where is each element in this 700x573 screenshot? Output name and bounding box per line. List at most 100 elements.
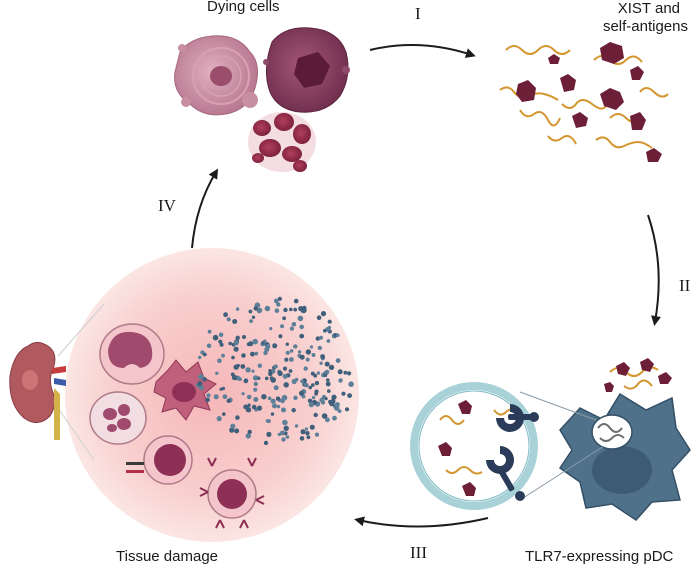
cytokine-dot xyxy=(198,355,202,360)
cytokine-dot xyxy=(257,363,262,368)
cytokine-dot xyxy=(314,380,320,386)
step-one-label: I xyxy=(415,4,421,23)
cytokine-dot xyxy=(304,427,308,431)
cytokine-dot xyxy=(247,429,252,435)
cytokine-dot xyxy=(280,430,285,436)
cytokine-dot xyxy=(325,417,330,423)
cytokine-dot xyxy=(285,350,290,355)
cytokine-dot xyxy=(320,354,325,359)
neutrophil-cell xyxy=(89,391,147,445)
cytokine-dot xyxy=(303,366,308,371)
cytokine-dot xyxy=(249,319,254,323)
cytokine-dot xyxy=(226,398,231,403)
cytokine-dot xyxy=(238,377,242,381)
cytokine-dot xyxy=(274,308,280,314)
label-dying-cells: Dying cells xyxy=(207,0,280,15)
cytokine-dot xyxy=(205,397,210,403)
cytokine-dot xyxy=(334,402,340,408)
cytokine-dot xyxy=(222,394,228,400)
cytokine-dot xyxy=(288,369,293,373)
cytokine-dot xyxy=(276,302,281,307)
cytokine-dot xyxy=(256,307,262,314)
cytokine-dot xyxy=(293,307,298,312)
cytokine-dot xyxy=(270,368,276,374)
endosome-zoom-circle xyxy=(410,382,539,510)
cytokine-dot xyxy=(281,437,286,442)
pdc-cell xyxy=(558,392,691,521)
cytokine-dot xyxy=(268,369,272,373)
cytokine-dot xyxy=(281,407,286,413)
cytokine-dot xyxy=(293,344,298,349)
cytokine-dot xyxy=(324,361,330,367)
cytokine-dot xyxy=(341,391,346,396)
cytokine-dot xyxy=(245,367,251,373)
cytokine-dot xyxy=(247,403,251,407)
cytokine-dot xyxy=(285,342,289,346)
cytokine-dot xyxy=(326,339,331,343)
cytokine-dot xyxy=(207,329,212,334)
cytokine-dot xyxy=(323,373,328,378)
cytokine-dot xyxy=(267,396,272,401)
cytokine-dot xyxy=(308,402,314,408)
cytokine-dots xyxy=(195,296,354,446)
cytokine-dot xyxy=(270,412,275,416)
label-xist-line2: self-antigens xyxy=(602,18,688,35)
cytokine-dot xyxy=(313,412,318,418)
step-four-label: IV xyxy=(158,196,176,215)
cytokine-dot xyxy=(242,335,246,339)
cytokine-dot xyxy=(293,395,298,400)
arrow-step-two xyxy=(647,214,661,326)
cytokine-dot xyxy=(202,352,207,357)
cytokine-dot xyxy=(212,334,219,341)
cytokine-dot xyxy=(206,343,212,349)
cytokine-dot xyxy=(337,369,343,375)
tissue-damage-circle xyxy=(65,248,359,542)
cytokine-dot xyxy=(326,378,330,382)
cytokine-dot xyxy=(347,393,352,398)
cytokine-dot xyxy=(257,376,261,380)
cytokine-dot xyxy=(323,328,327,333)
cytokine-dot xyxy=(282,373,288,379)
cytokine-dot xyxy=(273,364,278,369)
arrow-step-one xyxy=(369,44,476,58)
cytokine-dot xyxy=(300,307,307,314)
cytokine-dot xyxy=(248,341,254,347)
cytokine-dot xyxy=(281,394,288,401)
cytokine-dot xyxy=(250,351,255,357)
cytokine-dot xyxy=(324,397,328,401)
cytokine-dot xyxy=(251,315,256,319)
label-pdc: TLR7-expressing pDC xyxy=(525,548,674,565)
cytokine-dot xyxy=(284,357,289,361)
cytokine-dot xyxy=(291,408,296,413)
dying-cell-fragmented xyxy=(248,112,316,172)
cytokine-dot xyxy=(344,407,350,412)
cytokine-dot xyxy=(277,432,282,437)
cytokine-dot xyxy=(272,403,277,409)
cytokine-dot xyxy=(307,398,313,403)
arrow-step-four xyxy=(191,168,219,249)
cytokine-dot xyxy=(316,371,321,375)
cytokine-dot xyxy=(251,404,257,410)
cytokine-dot xyxy=(278,334,283,339)
cytokine-dot xyxy=(235,335,240,340)
cytokine-dot xyxy=(219,342,224,347)
step-three-label: III xyxy=(410,543,427,562)
cytokine-dot xyxy=(273,385,279,391)
cytokine-dot xyxy=(313,373,318,378)
cytokine-dot xyxy=(289,326,294,331)
cytokine-dot xyxy=(254,351,259,356)
cytokine-dot xyxy=(314,391,318,396)
cytokine-dot xyxy=(217,358,222,364)
cytokine-dot xyxy=(276,404,281,409)
dying-cell-pink xyxy=(174,35,259,116)
t-cell xyxy=(199,457,265,529)
cytokine-dot xyxy=(297,350,302,354)
cytokine-dot xyxy=(232,319,238,324)
cytokine-dot xyxy=(233,364,239,370)
cytokine-dot xyxy=(226,317,231,322)
cytokine-dot xyxy=(343,370,348,375)
cytokine-dot xyxy=(317,345,322,351)
cytokine-dot xyxy=(231,374,238,381)
cytokine-dot xyxy=(241,353,246,358)
cytokine-dot xyxy=(289,357,294,362)
